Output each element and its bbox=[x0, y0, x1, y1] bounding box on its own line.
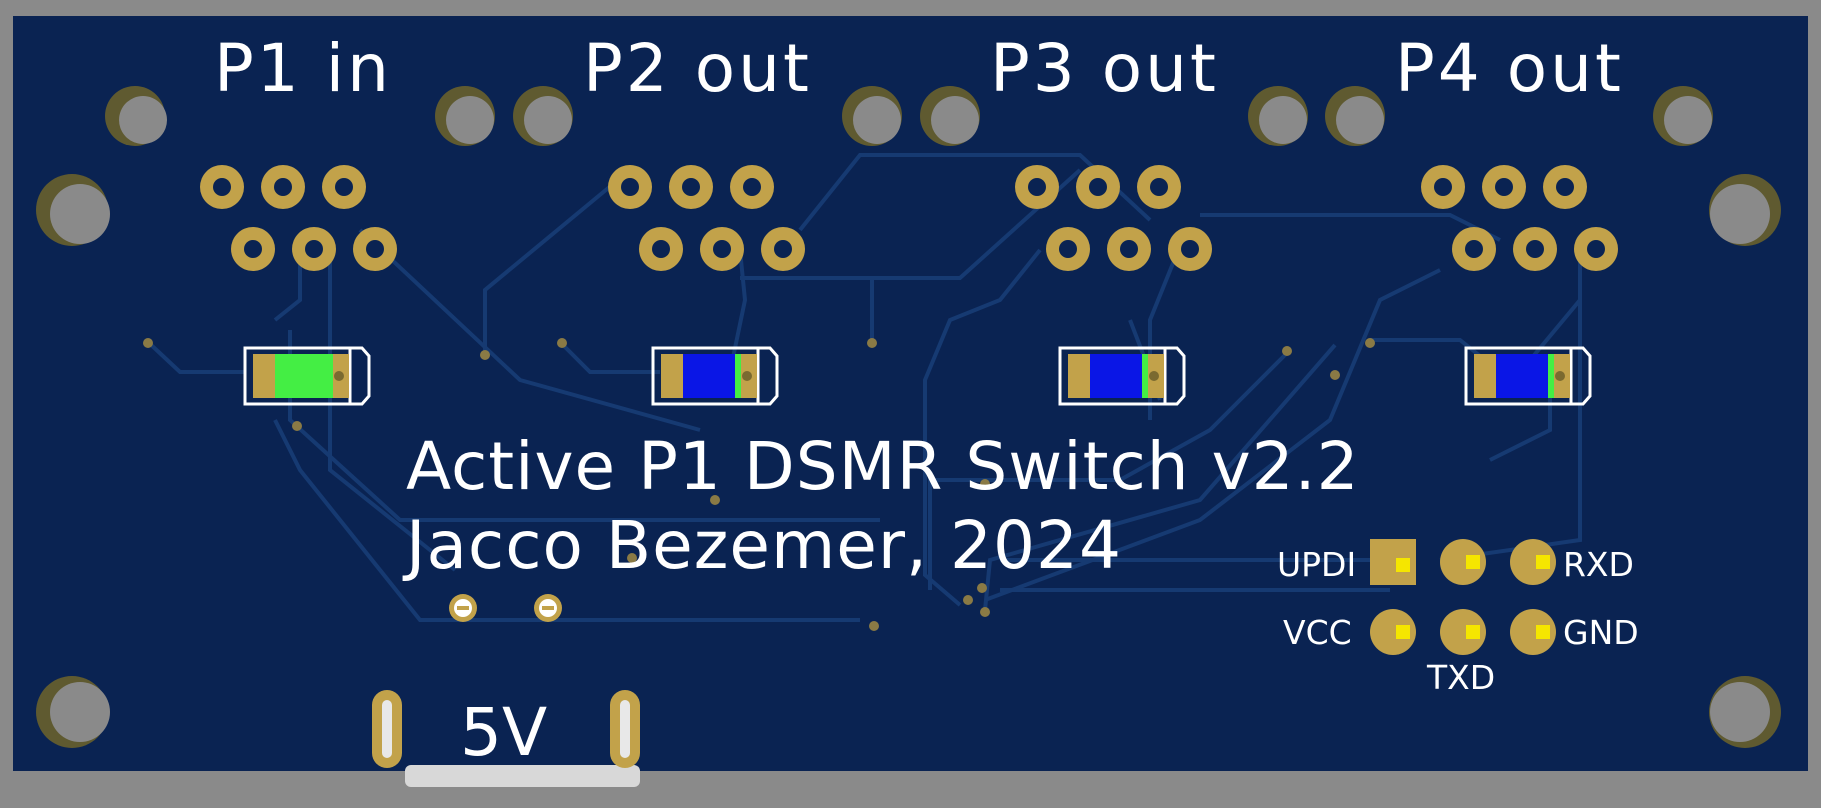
header-pin-rxd bbox=[1510, 539, 1556, 585]
mounting-hole bbox=[1248, 86, 1308, 146]
usb-connector bbox=[405, 765, 640, 787]
rj-connector-pads bbox=[1421, 165, 1618, 271]
led-2 bbox=[651, 346, 779, 406]
pin-label-updi: UPDI bbox=[1277, 545, 1357, 584]
mounting-hole bbox=[435, 86, 495, 146]
port-label-p2: P2 out bbox=[583, 30, 812, 107]
mounting-hole bbox=[105, 86, 167, 146]
rj-connector-pads bbox=[200, 165, 397, 271]
mounting-hole bbox=[1325, 86, 1385, 146]
header-pin-txd bbox=[1440, 609, 1486, 655]
led-4 bbox=[1464, 346, 1592, 406]
board-title: Active P1 DSMR Switch v2.2 bbox=[406, 428, 1360, 505]
mounting-hole bbox=[513, 86, 573, 146]
power-label: 5V bbox=[460, 694, 548, 771]
mounting-hole bbox=[36, 676, 110, 748]
mounting-hole bbox=[1653, 86, 1713, 146]
test-pads bbox=[449, 594, 562, 622]
pin-label-txd: TXD bbox=[1427, 658, 1496, 697]
header-pin-gnd bbox=[1510, 609, 1556, 655]
rj-connector-pads bbox=[1015, 165, 1212, 271]
mounting-hole bbox=[1709, 174, 1781, 246]
pin-label-gnd: GND bbox=[1563, 613, 1639, 652]
status-leds bbox=[243, 346, 1592, 406]
port-label-p3: P3 out bbox=[990, 30, 1219, 107]
mounting-hole bbox=[1709, 676, 1781, 748]
rj-connector-pads bbox=[608, 165, 805, 271]
led-3 bbox=[1058, 346, 1186, 406]
rj-connector-pads bbox=[200, 165, 1618, 271]
mounting-hole bbox=[842, 86, 902, 146]
usb-slots bbox=[372, 690, 640, 768]
pin-label-vcc: VCC bbox=[1283, 613, 1352, 652]
mounting-holes bbox=[36, 86, 1781, 748]
header-pin-vcc bbox=[1370, 609, 1416, 655]
led-1 bbox=[243, 346, 371, 406]
board-author: Jacco Bezemer, 2024 bbox=[406, 507, 1122, 584]
mounting-hole bbox=[36, 174, 110, 246]
vias bbox=[143, 338, 1375, 631]
header-pin bbox=[1440, 539, 1486, 585]
pin-label-rxd: RXD bbox=[1563, 545, 1634, 584]
mounting-hole bbox=[920, 86, 980, 146]
programming-header bbox=[1370, 539, 1556, 655]
port-label-p1: P1 in bbox=[214, 30, 392, 107]
port-label-p4: P4 out bbox=[1395, 30, 1624, 107]
